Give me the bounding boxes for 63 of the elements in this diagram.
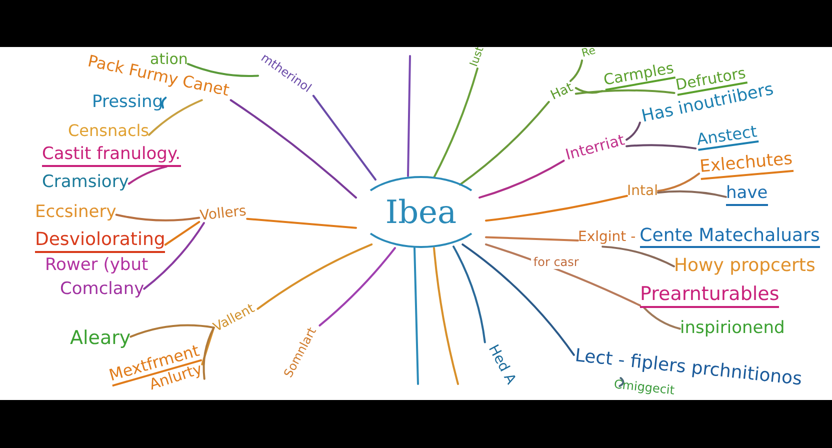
branch-label: Cente Matechaluars [640, 225, 820, 248]
branch-line [256, 243, 373, 310]
branch-line [407, 55, 411, 177]
branch-label: ation [150, 51, 188, 68]
branch-line [574, 89, 676, 95]
branch-label: Howy propcerts [674, 256, 816, 277]
branch-label: Hat [548, 81, 576, 104]
branch-label: Pressing [92, 93, 164, 113]
branch-line [312, 94, 376, 181]
branch-line [656, 172, 700, 192]
branch-line [230, 99, 357, 199]
branch-label: Comclany [60, 280, 144, 300]
branch-line [626, 122, 641, 141]
branch-line [462, 243, 575, 356]
branch-label: Interriat [564, 132, 627, 164]
branch-label: inspirionend [680, 319, 785, 339]
branch-label: Desviolorating [35, 230, 166, 253]
branch-label: Castit franulogy. [42, 145, 180, 167]
branch-line [452, 246, 486, 344]
branch-label: Intal [627, 183, 658, 200]
branch-label: Re [580, 44, 598, 60]
branch-line [433, 67, 478, 178]
branch-line [115, 214, 200, 222]
branch-line [246, 218, 357, 229]
branch-label: have [726, 184, 768, 206]
branch-line [656, 190, 727, 198]
branch-line [485, 194, 628, 222]
branch-line [318, 247, 396, 326]
branch-line [148, 99, 203, 136]
branch-label: Rower (ybut [45, 256, 148, 276]
branch-label: Exlechutes [699, 150, 794, 180]
branch-line [459, 100, 550, 186]
branch-line [478, 160, 565, 199]
branch-label: Iust [468, 45, 487, 68]
branch-label: Exlgint - [578, 229, 636, 245]
branch-line [186, 62, 260, 77]
central-topic-text: Ibea [385, 194, 457, 230]
branch-label: Prearnturables [640, 284, 780, 308]
branch-label: Censnacls [68, 122, 150, 140]
branch-line [433, 247, 459, 385]
branch-line [414, 247, 419, 385]
branch-label: Vollers [199, 203, 248, 224]
branch-line [643, 306, 681, 330]
branch-line [202, 326, 215, 380]
branch-line [164, 220, 200, 246]
branch-label: Cmiggecit [613, 378, 676, 398]
branch-line [574, 87, 604, 94]
branch-line [130, 324, 215, 338]
branch-line [618, 377, 624, 388]
branch-line [161, 96, 167, 109]
branch-line [128, 166, 168, 185]
branch-label: Cramsiory [42, 173, 129, 193]
branch-label: Hed A [484, 342, 519, 387]
branch-label: Carmples [602, 60, 676, 92]
branch-line [201, 326, 215, 366]
edge-label: for casr [531, 255, 581, 270]
branch-line [626, 144, 697, 150]
branch-line [143, 222, 205, 290]
branch-line [485, 236, 579, 242]
branch-label: Eccsinery [35, 203, 116, 223]
branch-label: Anstect [696, 122, 758, 152]
branch-line [569, 59, 584, 82]
branch-line [602, 246, 675, 268]
